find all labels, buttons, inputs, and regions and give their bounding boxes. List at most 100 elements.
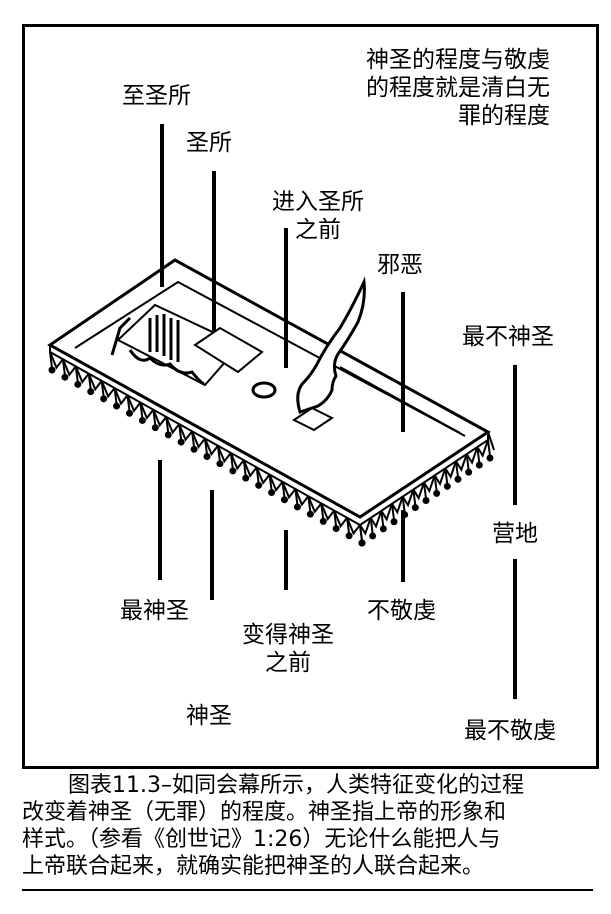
fence-curtain	[113, 387, 129, 406]
fence-post-base	[293, 503, 301, 511]
fence-curtain	[281, 481, 297, 500]
corner-post	[487, 431, 495, 451]
fence-post	[412, 489, 417, 506]
pointer-line-evil	[401, 292, 405, 432]
fence-post-base	[61, 373, 69, 381]
fence-post-base	[306, 510, 314, 518]
fence-curtain	[369, 510, 383, 529]
fence-post	[359, 524, 363, 542]
label-line: 进入圣所	[272, 189, 364, 215]
pointer-line-most-holy	[158, 460, 162, 580]
fence-post-base	[268, 489, 276, 497]
fence-curtain	[307, 495, 323, 514]
fence-post-base	[113, 402, 121, 410]
label-ungodly: 不敬虔	[367, 598, 436, 624]
holiness-note-line: 的程度就是清白无	[366, 75, 550, 101]
fence-post-base	[475, 461, 483, 469]
figure-caption: 图表11.3–如同会幕所示，人类特征变化的过程 改变着神圣（无罪）的程度。神圣指…	[22, 772, 597, 880]
fence-post-base	[433, 489, 441, 497]
fence-curtain	[401, 489, 415, 508]
fence-post-base	[358, 539, 366, 547]
pointer-line-least-godly	[513, 559, 517, 699]
fence-post	[455, 461, 459, 478]
label-line: 之前	[295, 217, 341, 243]
courtyard-divider	[339, 366, 461, 434]
fence-post-base	[390, 518, 398, 526]
fence-curtain	[255, 466, 271, 485]
fence-post	[433, 475, 438, 492]
caption-line: 样式。（参看《创世记》1:26）无论什么能把人与	[22, 827, 501, 852]
label-line: 变得神圣	[242, 622, 334, 648]
fence-curtain	[126, 394, 142, 413]
fence-curtain	[268, 474, 284, 493]
fence-post-base	[345, 532, 353, 540]
fence-curtain	[333, 510, 348, 529]
caption-line: 改变着神圣（无罪）的程度。神圣指上帝的形象和	[22, 800, 507, 825]
fence-post-base	[332, 525, 340, 533]
label-holy-place: 圣所	[186, 130, 232, 156]
fence-post	[476, 446, 481, 464]
fence-post	[391, 503, 395, 520]
holiness-note-line: 神圣的程度与敬虔	[366, 47, 550, 73]
fence-post-base	[229, 467, 237, 475]
fence-curtain	[100, 380, 116, 399]
fence-post-base	[100, 395, 108, 403]
fence-post-base	[379, 525, 387, 533]
laver-icon	[251, 381, 277, 399]
fence-curtain	[49, 351, 64, 370]
fence-post	[487, 439, 491, 457]
label-most-holy: 最神圣	[120, 598, 189, 624]
fence-curtain	[204, 438, 219, 457]
fence-curtain	[346, 517, 361, 536]
fence-posts-left: (function(){ const g = document.currentS…	[48, 351, 366, 547]
fence-post-base	[164, 431, 172, 439]
fence-curtain	[444, 460, 457, 480]
fence-curtain	[455, 453, 468, 473]
fence-post	[423, 482, 427, 499]
fence-post-base	[255, 481, 263, 489]
holiness-note-line: 罪的程度	[458, 103, 550, 129]
pointer-line-least-holy	[513, 365, 517, 505]
label-before-entering-holy-place: 进入圣所 之前	[262, 188, 374, 244]
pointer-line-before-becoming	[284, 530, 288, 590]
fence-curtain	[87, 373, 103, 392]
fence-post-base	[74, 380, 82, 388]
label-least-godly: 最不敬虔	[464, 718, 556, 744]
fence-curtain	[391, 496, 404, 515]
fence-curtain	[359, 517, 372, 536]
fence-curtain	[61, 358, 77, 377]
fence-post-base	[177, 438, 185, 446]
fence-post-base	[216, 460, 224, 468]
tent-of-meeting	[110, 303, 264, 387]
fence-curtain	[191, 430, 206, 449]
fence-post-base	[486, 454, 494, 462]
fence-posts-right: (function(){ const g = document.currentS…	[358, 431, 495, 547]
fence-post-base	[411, 504, 419, 512]
fence-curtain	[216, 445, 232, 464]
fence-curtain	[476, 439, 489, 458]
fence-post	[444, 468, 449, 485]
fence-post-base	[151, 424, 159, 432]
fence-curtain	[74, 366, 90, 385]
label-least-holy: 最不神圣	[462, 324, 554, 350]
fence-post-base	[190, 445, 198, 453]
label-most-holy-place: 至圣所	[122, 83, 191, 109]
fence-curtain	[152, 409, 168, 428]
fence-post-base	[126, 409, 133, 417]
fence-curtain	[165, 416, 180, 435]
fence-post-base	[465, 468, 473, 476]
label-camp: 营地	[492, 521, 538, 547]
caption-line: 上帝联合起来，就确实能把神圣的人联合起来。	[22, 854, 485, 879]
fence-curtain	[229, 452, 245, 471]
fence-post	[380, 510, 385, 527]
fence-curtain	[433, 468, 447, 487]
pointer-line-holy	[210, 490, 214, 600]
fence-post-base	[242, 474, 250, 482]
pointer-line-most-holy-place	[160, 124, 164, 287]
fence-post-base	[203, 453, 211, 460]
fence-post	[465, 454, 470, 471]
caption-divider	[22, 889, 593, 891]
fence-post-base	[369, 532, 377, 540]
label-line: 之前	[265, 650, 311, 676]
